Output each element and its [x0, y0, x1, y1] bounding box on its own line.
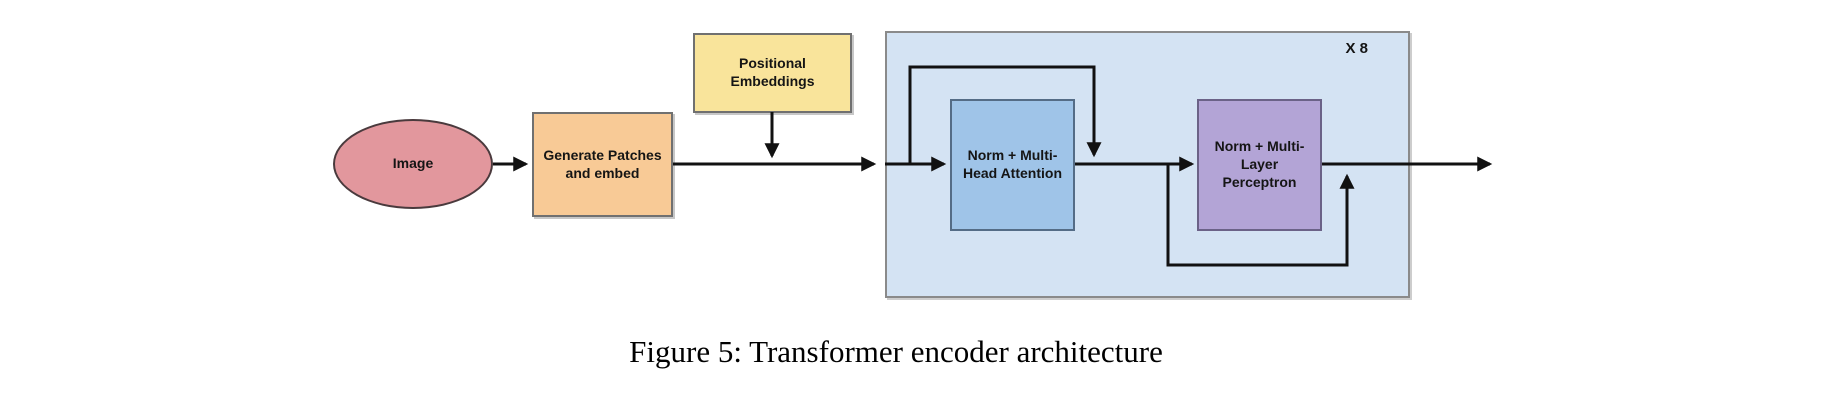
node-image: Image — [333, 119, 493, 209]
node-norm-multi-head-attention: Norm + Multi-Head Attention — [950, 99, 1075, 231]
node-positional-embeddings: Positional Embeddings — [693, 33, 852, 113]
node-generate-patches-label: Generate Patches and embed — [543, 146, 662, 181]
node-image-label: Image — [392, 155, 434, 172]
node-positional-embeddings-label: Positional Embeddings — [730, 55, 815, 89]
repeat-count-label: X 8 — [1345, 40, 1368, 57]
node-norm-multi-head-attention-label: Norm + Multi-Head Attention — [962, 147, 1063, 181]
node-norm-multi-layer-perceptron: Norm + Multi-Layer Perceptron — [1197, 99, 1322, 231]
figure-caption: Figure 5: Transformer encoder architectu… — [629, 334, 1163, 369]
node-generate-patches: Generate Patches and embed — [532, 112, 673, 217]
node-norm-multi-layer-perceptron-label: Norm + Multi-Layer Perceptron — [1214, 138, 1305, 190]
